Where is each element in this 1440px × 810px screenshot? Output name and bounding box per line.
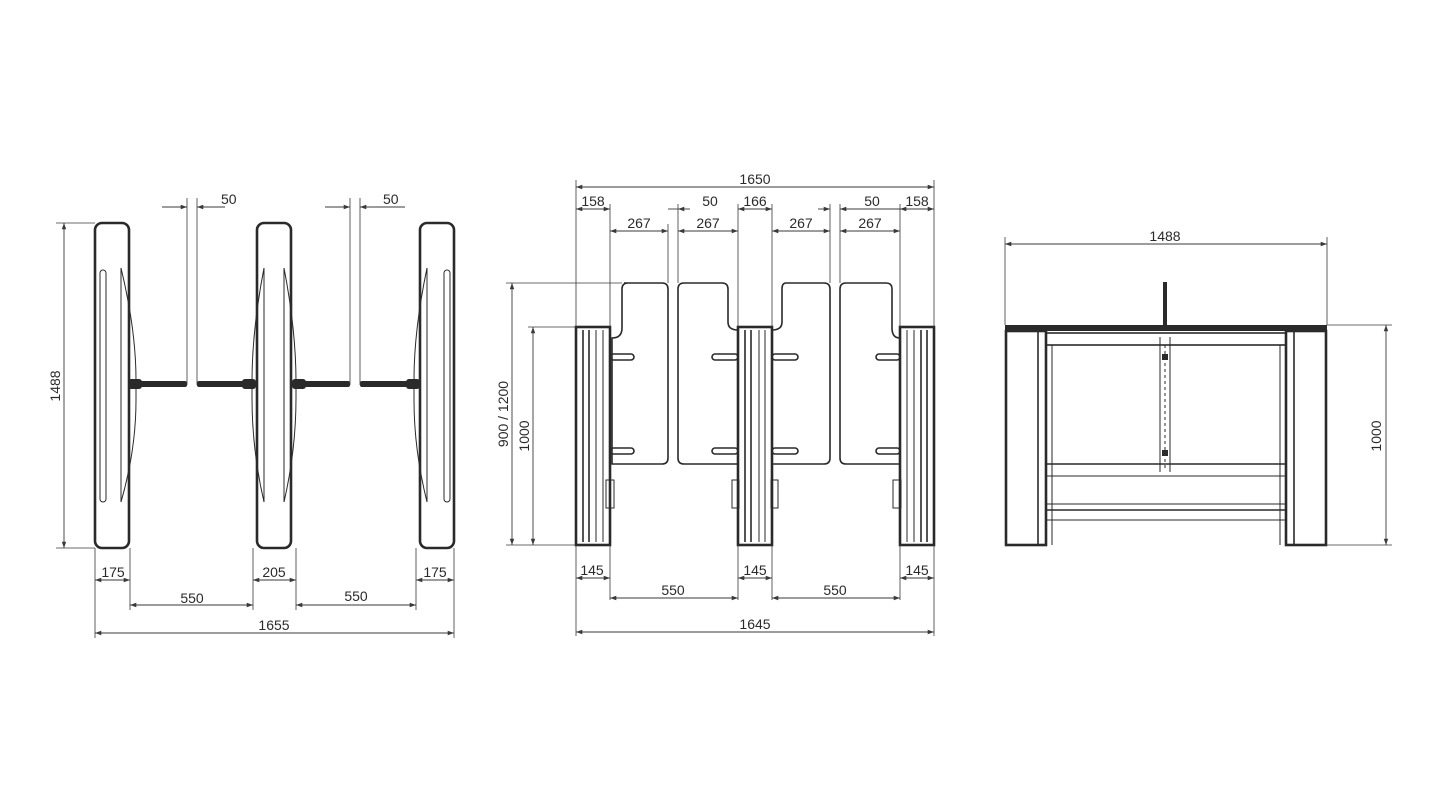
plan-view: 50 50 1488 175 205 175 550 550 1655 bbox=[47, 191, 456, 638]
plan-dim-middle-unit: 205 bbox=[262, 564, 286, 580]
plan-dim-lane-left: 550 bbox=[180, 590, 204, 606]
plan-dim-height: 1488 bbox=[47, 370, 63, 401]
front-dim-end-right: 158 bbox=[905, 193, 929, 209]
front-dim-cab-middle: 145 bbox=[743, 562, 767, 578]
front-dim-end-left: 158 bbox=[581, 193, 605, 209]
front-cabinet-middle bbox=[731, 325, 779, 547]
front-dimensions bbox=[506, 180, 935, 636]
front-dim-total-bottom: 1645 bbox=[739, 616, 770, 632]
front-cabinet-left bbox=[574, 325, 615, 547]
front-dim-body-height: 1000 bbox=[516, 420, 532, 451]
plan-cabinet-middle bbox=[251, 221, 297, 550]
front-dim-cab-right: 145 bbox=[905, 562, 929, 578]
front-dim-overall-top: 1650 bbox=[739, 171, 770, 187]
front-hinges bbox=[609, 353, 901, 455]
side-view: 1488 1000 bbox=[1004, 228, 1392, 547]
side-dim-length: 1488 bbox=[1149, 228, 1180, 244]
front-dim-panel-height: 900 / 1200 bbox=[495, 381, 511, 447]
plan-dim-top-right: 50 bbox=[383, 191, 399, 207]
front-dim-gap-left: 50 bbox=[702, 193, 718, 209]
plan-dim-total: 1655 bbox=[258, 617, 289, 633]
plan-dim-top-left: 50 bbox=[221, 191, 237, 207]
front-dim-gap-right: 50 bbox=[864, 193, 880, 209]
front-dim-panel-4: 267 bbox=[858, 215, 882, 231]
plan-dim-lane-right: 550 bbox=[344, 588, 368, 604]
front-dim-cab-left: 145 bbox=[580, 562, 604, 578]
front-dim-panel-2: 267 bbox=[696, 215, 720, 231]
plan-dimensions bbox=[56, 198, 455, 638]
front-view: 1650 158 50 166 50 158 267 267 267 267 9… bbox=[495, 171, 936, 636]
front-dim-panel-3: 267 bbox=[789, 215, 813, 231]
plan-dim-left-unit: 175 bbox=[101, 564, 125, 580]
front-dim-middle: 166 bbox=[743, 193, 767, 209]
front-dim-panel-1: 267 bbox=[627, 215, 651, 231]
plan-flaps bbox=[128, 379, 420, 389]
plan-dim-right-unit: 175 bbox=[423, 564, 447, 580]
side-dim-height: 1000 bbox=[1368, 420, 1384, 451]
front-dim-lane-left: 550 bbox=[661, 582, 685, 598]
front-cabinet-right bbox=[892, 325, 936, 547]
front-dim-lane-right: 550 bbox=[823, 582, 847, 598]
front-flaps bbox=[611, 282, 901, 465]
